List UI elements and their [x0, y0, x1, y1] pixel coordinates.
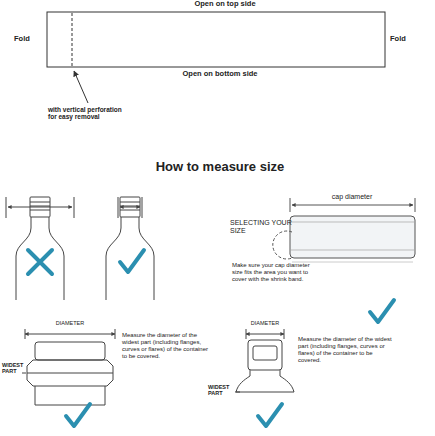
dimension-label: DIAMETER: [45, 320, 95, 326]
fold-label: Fold: [14, 35, 44, 44]
note: Make sure your cap diameter size fits th…: [232, 262, 322, 283]
part-label: WIDEST PART: [208, 384, 234, 397]
note: Measure the diameter of the widest part …: [298, 336, 393, 364]
heading: How to measure size: [110, 160, 330, 175]
dimension-label: cap diameter: [330, 193, 374, 201]
dashed-circle: [273, 231, 292, 259]
check-mark: [66, 404, 90, 426]
note: Measure the diameter of the widest part …: [122, 332, 214, 360]
check-mark: [258, 404, 282, 426]
check-mark: [370, 300, 394, 322]
part-label: WIDEST PART: [2, 362, 22, 375]
shrink-band: [47, 12, 385, 67]
edge-label: Open on top side: [155, 0, 295, 9]
leader-arrow: [74, 71, 88, 103]
edge-label: Open on bottom side: [145, 70, 295, 79]
cross-mark: [28, 250, 52, 274]
bottle-right: [106, 197, 154, 300]
heading-label: SELECTING YOUR SIZE: [230, 219, 292, 235]
dimension-label: DIAMETER: [240, 320, 290, 326]
fold-label: Fold: [390, 35, 420, 44]
container-left: [22, 329, 115, 405]
check-mark: [120, 250, 144, 272]
bottle-wrong: [6, 197, 74, 300]
container-right: [235, 329, 294, 392]
jar-lid: [290, 198, 415, 262]
note: with vertical perforation for easy remov…: [48, 106, 128, 121]
